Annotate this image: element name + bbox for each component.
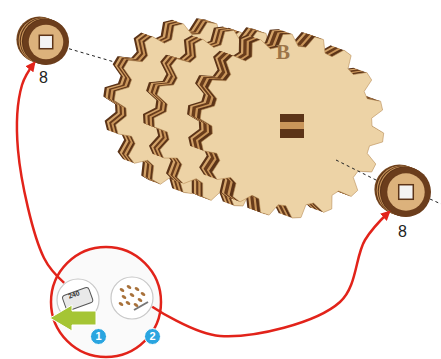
spacer-face xyxy=(29,25,64,60)
node-outline xyxy=(380,166,432,218)
axis-line xyxy=(430,199,441,204)
red-arrow xyxy=(17,63,64,283)
step-icon: 2 xyxy=(110,276,154,320)
tool-symbol xyxy=(134,302,148,310)
wood-chips-symbol xyxy=(134,286,140,292)
square-hole xyxy=(39,35,52,48)
red-arrow xyxy=(152,212,389,336)
step-icon: 1 xyxy=(56,278,100,322)
wood-chips-symbol xyxy=(129,292,135,298)
spacer-part: 8 xyxy=(22,18,70,66)
square-hole xyxy=(399,185,414,200)
square-hole xyxy=(280,122,304,129)
wood-chips-symbol xyxy=(119,287,125,293)
wood-chips-symbol xyxy=(121,294,127,300)
spacer-face xyxy=(387,173,424,210)
step-icon xyxy=(111,277,153,319)
node-outline xyxy=(110,276,154,320)
gear-face xyxy=(200,34,383,218)
step-number: 2 xyxy=(144,328,161,345)
spacer-part: 8 xyxy=(380,166,432,218)
wood-chips-symbol xyxy=(125,300,131,306)
step-icon xyxy=(57,279,99,321)
step-number: 1 xyxy=(90,328,107,345)
wood-chips-symbol xyxy=(118,301,124,307)
spacer-face xyxy=(381,167,431,217)
wood-chips-symbol xyxy=(140,291,146,297)
callout-number: 8 xyxy=(39,70,48,86)
square-hole xyxy=(280,114,304,138)
part-letter: B xyxy=(276,40,290,65)
node-outline xyxy=(22,18,70,66)
callout-number: 8 xyxy=(398,224,407,240)
node-outline xyxy=(56,278,100,322)
spacer-face xyxy=(23,19,69,65)
gear-stack xyxy=(103,18,383,218)
wood-chips-symbol xyxy=(137,297,143,303)
sandpaper-symbol xyxy=(62,287,94,312)
step-callout-circle xyxy=(51,247,161,357)
wood-chips-symbol xyxy=(126,284,132,290)
